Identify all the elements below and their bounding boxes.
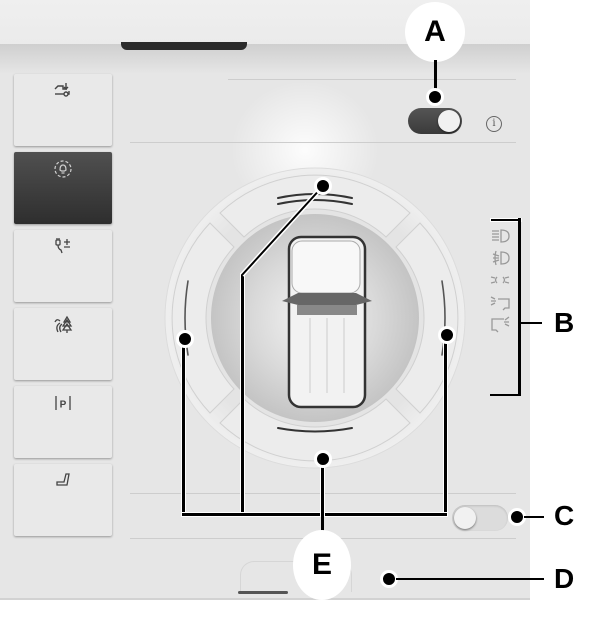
sidebar-item-trailer[interactable] — [14, 74, 112, 146]
light-status-indicators — [480, 225, 520, 335]
sidebar-item-parking[interactable]: P — [14, 386, 112, 458]
callout-d-leader — [396, 578, 544, 580]
callout-b-bracket-side — [518, 218, 521, 396]
callout-b-leader — [520, 322, 542, 324]
svg-text:P: P — [60, 400, 67, 411]
exterior-lights-icon — [52, 158, 74, 180]
seat-icon — [52, 470, 74, 492]
left-segment — [171, 222, 235, 414]
callout-e-dot-left — [176, 330, 194, 348]
sidebar-item-terrain[interactable] — [14, 308, 112, 380]
callout-b-bracket-bottom — [490, 394, 520, 396]
callout-e-dot-rear — [314, 450, 332, 468]
charging-cable-icon — [52, 236, 74, 258]
toggle-knob — [454, 507, 476, 529]
info-icon[interactable]: i — [486, 116, 502, 132]
front-segment — [219, 174, 411, 238]
side-lights-icon — [480, 269, 520, 291]
rear-segment — [219, 398, 411, 462]
callout-a-leader — [434, 60, 437, 96]
callout-e-leader-right — [444, 333, 447, 516]
callout-e-leader-diagonal — [240, 184, 325, 277]
sidebar-item-seat[interactable] — [14, 464, 112, 536]
sidebar-item-charging[interactable] — [14, 230, 112, 302]
callout-e-leader-rear — [321, 460, 324, 516]
front-fog-light-icon — [480, 247, 520, 269]
bottom-edge — [0, 598, 530, 600]
divider — [130, 142, 516, 143]
callout-b-bracket-top — [490, 218, 522, 222]
high-beam-icon — [480, 225, 520, 247]
callout-e-leader-bottom — [182, 513, 447, 516]
callout-b: B — [554, 307, 575, 338]
callout-e-dot-right — [438, 326, 456, 344]
callout-e-stem — [321, 516, 324, 536]
callout-e-leader-left — [182, 337, 185, 516]
callout-c: C — [554, 500, 575, 531]
cargo-light-right-icon — [480, 313, 520, 335]
trailer-hitch-icon — [52, 80, 74, 102]
auto-lights-toggle[interactable] — [408, 108, 462, 134]
callout-a: A — [405, 2, 465, 62]
callout-e-dot-front — [314, 177, 332, 195]
bottom-drag-handle[interactable] — [238, 591, 288, 594]
top-drag-handle[interactable] — [121, 42, 247, 50]
camera-toggle[interactable] — [452, 505, 508, 531]
vehicle-settings-screen: P i — [0, 0, 530, 600]
callout-e-leader-front — [241, 274, 244, 516]
right-segment — [395, 222, 459, 414]
parking-icon: P — [52, 392, 74, 414]
vehicle-top-view — [282, 235, 372, 409]
callout-d: D — [554, 563, 575, 594]
callout-e: E — [293, 530, 351, 600]
vehicle-light-dial — [164, 167, 466, 469]
divider — [228, 79, 516, 80]
callout-c-leader — [524, 516, 544, 518]
sidebar-item-lights[interactable] — [14, 152, 112, 224]
callout-a-dot — [426, 88, 444, 106]
cargo-light-left-icon — [480, 291, 520, 313]
off-road-terrain-icon — [52, 314, 74, 336]
toggle-knob — [438, 110, 460, 132]
